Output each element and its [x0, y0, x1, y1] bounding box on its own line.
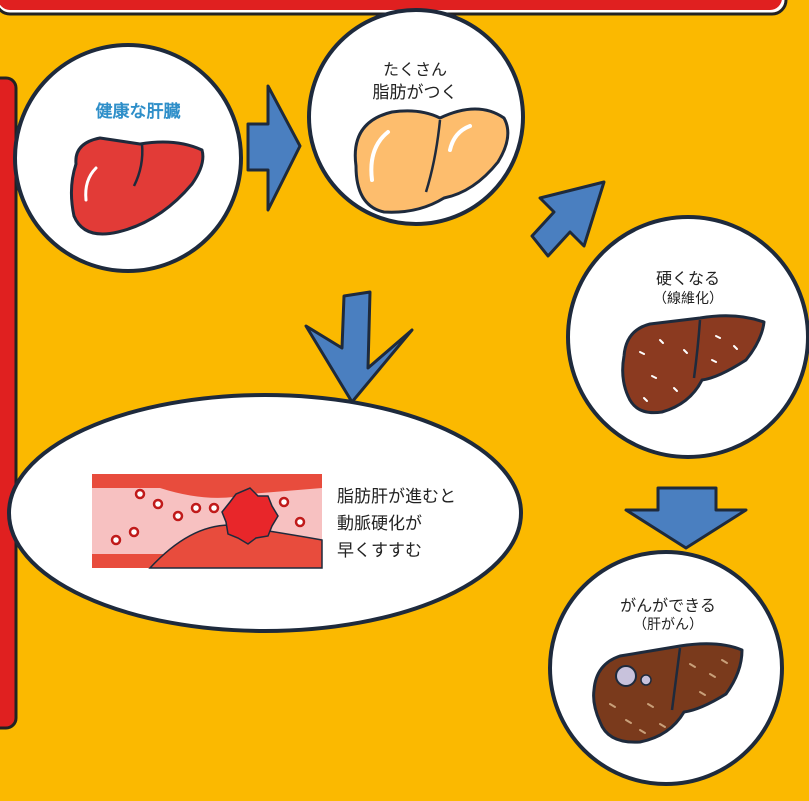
healthy-liver-label: 健康な肝臓: [58, 97, 218, 122]
cancer-liver-label-line2: （肝がん）: [598, 614, 738, 634]
arrow-down-icon: [626, 488, 746, 548]
atherosclerosis-caption-line3: 早くすすむ: [337, 538, 456, 565]
fatty-liver-label-line1: たくさん: [345, 56, 485, 80]
hardened-liver-label-line2: （線維化）: [618, 288, 758, 308]
atherosclerosis-caption-line1: 脂肪肝が進むと: [337, 484, 456, 511]
cancer-liver-label-line1: がんができる: [598, 592, 738, 616]
left-side-panel: [0, 78, 16, 728]
atherosclerosis-caption-line2: 動脈硬化が: [337, 511, 456, 538]
arrow-diagonal-icon: [532, 182, 604, 256]
arrow-down-left-icon: [306, 292, 412, 402]
atherosclerosis-caption: 脂肪肝が進むと 動脈硬化が 早くすすむ: [337, 484, 456, 565]
artery-plaque-icon: [92, 474, 322, 568]
hardened-liver-label-line1: 硬くなる: [618, 265, 758, 289]
fatty-liver-label-line2: 脂肪がつく: [345, 78, 485, 103]
arrow-right-icon: [248, 86, 300, 210]
